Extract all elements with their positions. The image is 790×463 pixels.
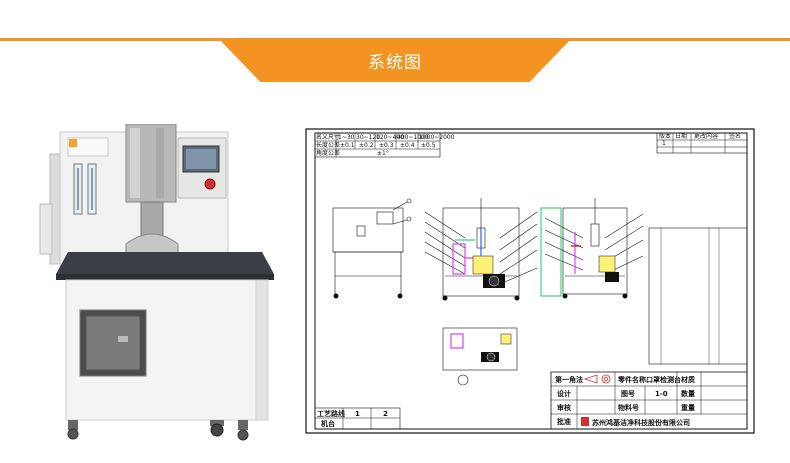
machine-photo xyxy=(39,124,274,441)
title-block: 第一角法 零件名称 口罩检测台 材质 设计 图号 1-0 数量 审核 物料号 重… xyxy=(550,371,748,430)
company-name: 苏州鸿基洁净科技股份有限公司 xyxy=(592,418,690,427)
review-label: 审核 xyxy=(557,403,571,412)
section-banner: 系统图 xyxy=(218,38,572,82)
approve-label: 批准 xyxy=(557,417,571,426)
tolerance-table: 名义尺寸 1~30 30~120 120~400 400~1000 1000~2… xyxy=(314,132,455,158)
tol-cell: 1~30 xyxy=(338,134,355,141)
system-colored-lines xyxy=(452,228,505,288)
first-angle-projection-icon xyxy=(583,374,611,384)
drawing-no-value: 1-0 xyxy=(655,390,668,398)
tol-cell: 400~1000 xyxy=(397,134,429,141)
side-colored-lines xyxy=(540,207,619,297)
revision-table: 版本 日期 更改内容 签名 1 xyxy=(656,132,748,154)
emergency-stop-icon xyxy=(204,178,216,190)
tol-cell: ±0.1 xyxy=(340,142,355,149)
system-drawing: 名义尺寸 1~30 30~120 120~400 400~1000 1000~2… xyxy=(305,128,755,434)
rev-header: 日期 xyxy=(675,132,687,140)
process-value-2: 2 xyxy=(383,410,388,418)
tol-cell: 长度公差 xyxy=(316,141,340,149)
drawing-no-label: 图号 xyxy=(621,389,635,398)
rev-cell: 1 xyxy=(662,140,666,147)
material-label: 材质 xyxy=(680,375,695,384)
tol-cell: ±0.3 xyxy=(379,142,394,149)
caster-fr xyxy=(210,420,224,426)
item-no-label: 物料号 xyxy=(618,403,639,412)
caster-fl xyxy=(68,420,78,430)
rev-header: 更改内容 xyxy=(694,132,718,140)
rev-header: 版本 xyxy=(659,132,671,140)
lower-cabinet xyxy=(65,279,257,421)
process-table: 工艺路线 机台 1 2 xyxy=(314,407,401,430)
tol-cell: 角度公差 xyxy=(316,149,340,157)
logo-mark xyxy=(69,139,77,147)
process-label-1: 工艺路线 xyxy=(317,409,345,418)
quantity-label: 数量 xyxy=(681,389,695,398)
tol-cell: 名义尺寸 xyxy=(316,133,340,141)
work-top xyxy=(56,252,274,274)
front-view xyxy=(332,198,412,299)
tol-cell: ±1° xyxy=(377,150,389,157)
process-label-2: 机台 xyxy=(321,419,335,428)
caster-rr xyxy=(238,420,248,430)
tol-cell: 1000~2000 xyxy=(419,134,455,141)
drawing-frame-outer xyxy=(305,128,755,434)
weight-label: 重量 xyxy=(681,403,695,412)
side-door xyxy=(39,203,53,255)
parts-list xyxy=(648,227,748,365)
process-value-1: 1 xyxy=(355,410,360,418)
system-view xyxy=(424,198,538,301)
tol-cell: 30~120 xyxy=(356,134,380,141)
part-name-label: 零件名称 xyxy=(617,375,646,384)
tol-cell: 120~400 xyxy=(376,134,404,141)
company-logo xyxy=(581,417,589,426)
side-view xyxy=(544,198,644,299)
small-schematic xyxy=(442,327,518,386)
part-name-value: 口罩检测台 xyxy=(646,375,681,384)
section-title: 系统图 xyxy=(368,52,422,73)
tol-cell: ±0.5 xyxy=(421,142,436,149)
tol-cell: ±0.4 xyxy=(400,142,415,149)
rev-header: 签名 xyxy=(729,132,741,140)
label-plate xyxy=(67,137,109,157)
design-label: 设计 xyxy=(557,389,571,398)
projection-label: 第一角法 xyxy=(555,375,583,384)
tol-cell: ±0.2 xyxy=(359,142,374,149)
